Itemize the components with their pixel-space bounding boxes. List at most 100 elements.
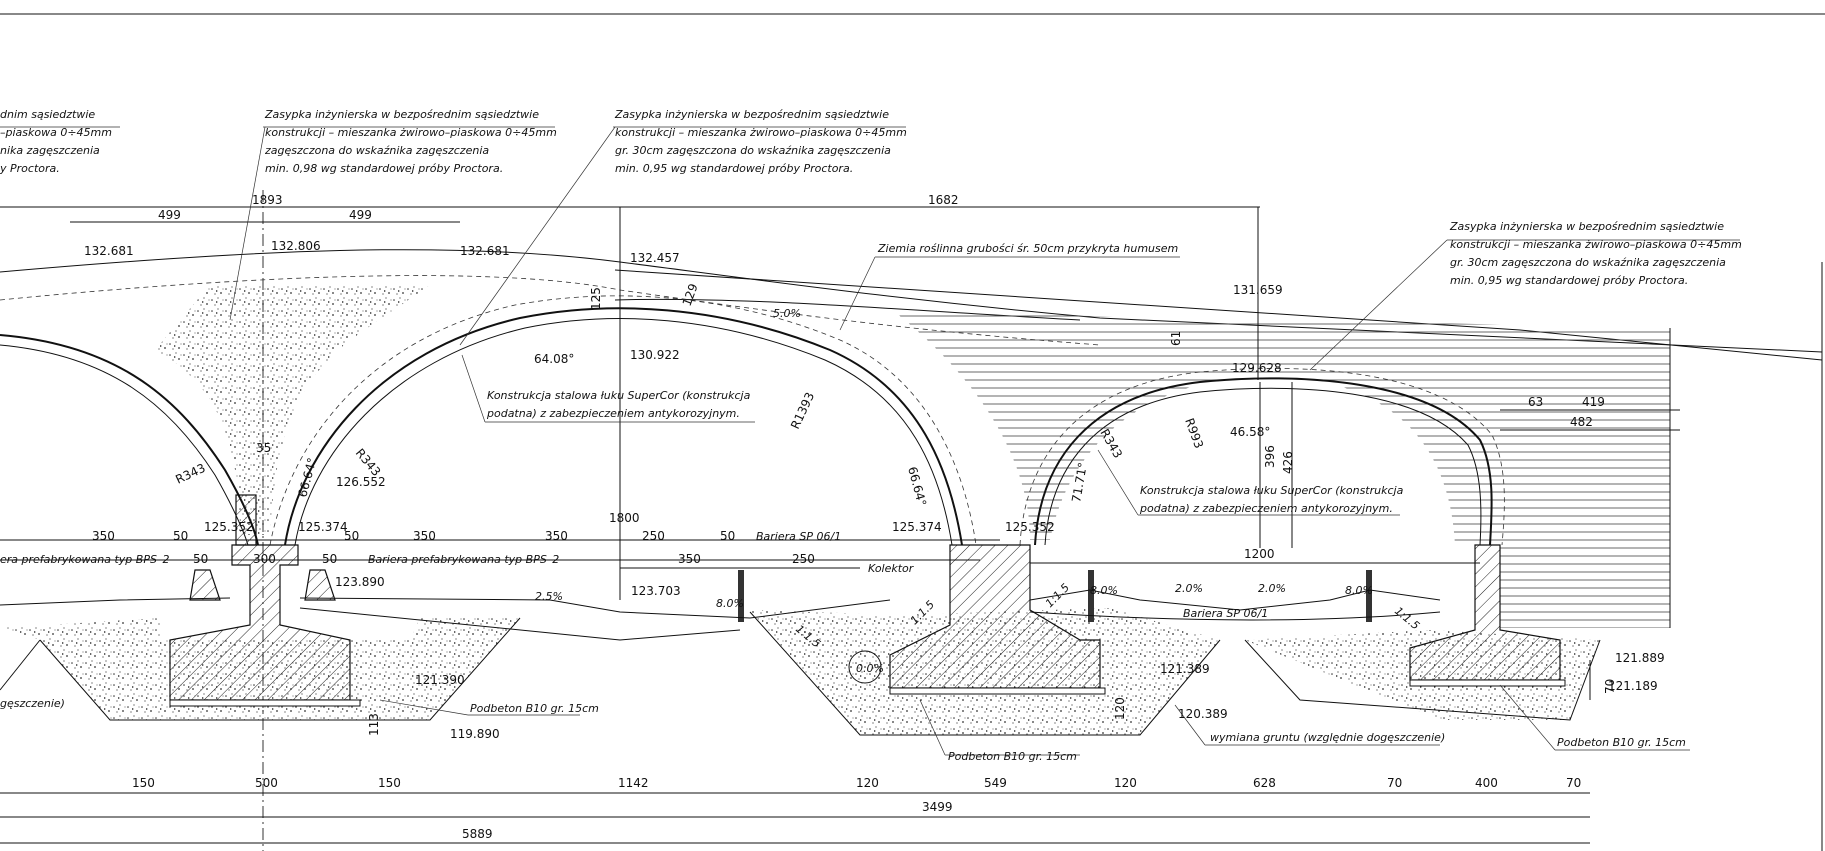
- svg-text:1893: 1893: [252, 193, 283, 207]
- svg-text:dnim sąsiedztwie: dnim sąsiedztwie: [0, 108, 95, 121]
- svg-text:min. 0,95 wg standardowej prób: min. 0,95 wg standardowej próby Proctora…: [615, 162, 853, 175]
- svg-text:R993: R993: [1182, 416, 1206, 450]
- svg-text:–piaskowa 0÷45mm: –piaskowa 0÷45mm: [0, 126, 112, 139]
- svg-text:123.890: 123.890: [335, 575, 385, 589]
- svg-text:2.5%: 2.5%: [535, 590, 563, 603]
- svg-text:Zasypka inżynierska w bezpośre: Zasypka inżynierska w bezpośrednim sąsie…: [614, 108, 889, 121]
- svg-text:3499: 3499: [922, 800, 953, 814]
- svg-text:350: 350: [678, 552, 701, 566]
- note-arch-left: Konstrukcja stalowa łuku SuperCor (konst…: [486, 389, 751, 420]
- foundations: [169, 494, 1566, 707]
- svg-text:5889: 5889: [462, 827, 493, 841]
- svg-text:50: 50: [720, 529, 735, 543]
- svg-text:konstrukcji – mieszanka żwirow: konstrukcji – mieszanka żwirowo–piaskowa…: [1450, 238, 1742, 251]
- svg-text:y Proctora.: y Proctora.: [0, 162, 60, 175]
- svg-text:1200: 1200: [1244, 547, 1275, 561]
- svg-text:131.659: 131.659: [1233, 283, 1283, 297]
- note-topsoil: Ziemia roślinna grubości śr. 50cm przykr…: [877, 242, 1178, 255]
- svg-text:426: 426: [1281, 451, 1295, 474]
- svg-text:499: 499: [158, 208, 181, 222]
- svg-text:8.0%: 8.0%: [1345, 584, 1373, 597]
- svg-text:126.552: 126.552: [336, 475, 386, 489]
- svg-text:350: 350: [92, 529, 115, 543]
- svg-text:1:1.5: 1:1.5: [1043, 581, 1072, 610]
- svg-text:482: 482: [1570, 415, 1593, 429]
- svg-text:132.457: 132.457: [630, 251, 680, 265]
- svg-text:300: 300: [253, 552, 276, 566]
- svg-text:132.681: 132.681: [460, 244, 510, 258]
- svg-text:66.64°: 66.64°: [295, 456, 319, 499]
- svg-text:50: 50: [322, 552, 337, 566]
- svg-text:123.703: 123.703: [631, 584, 681, 598]
- svg-text:113: 113: [367, 713, 381, 736]
- svg-text:2.0%: 2.0%: [1258, 582, 1286, 595]
- dimension-labels: 1893 499 499 1682 125 129 1800 350 50 50…: [92, 193, 1617, 841]
- svg-text:Zasypka inżynierska w bezpośre: Zasypka inżynierska w bezpośrednim sąsie…: [264, 108, 539, 121]
- svg-text:250: 250: [642, 529, 665, 543]
- svg-text:121.889: 121.889: [1615, 651, 1665, 665]
- svg-text:121.389: 121.389: [1160, 662, 1210, 676]
- svg-text:132.806: 132.806: [271, 239, 321, 253]
- svg-text:120: 120: [1113, 697, 1127, 720]
- svg-text:1142: 1142: [618, 776, 649, 790]
- note-barrier-bps-right: Bariera prefabrykowana typ BPS–2: [368, 553, 559, 566]
- note-backfill-center-left: Zasypka inżynierska w bezpośrednim sąsie…: [264, 108, 557, 175]
- svg-text:8.0%: 8.0%: [716, 597, 744, 610]
- svg-text:min. 0,95 wg standardowej prób: min. 0,95 wg standardowej próby Proctora…: [1450, 274, 1688, 287]
- note-podbeton-1: Podbeton B10 gr. 15cm: [470, 702, 599, 715]
- leader-lines: [0, 126, 1740, 756]
- svg-text:5.0%: 5.0%: [773, 307, 801, 320]
- svg-text:125.352: 125.352: [204, 520, 254, 534]
- svg-text:50: 50: [193, 552, 208, 566]
- svg-text:125.374: 125.374: [892, 520, 942, 534]
- svg-text:121.390: 121.390: [415, 673, 465, 687]
- svg-text:250: 250: [792, 552, 815, 566]
- svg-text:120.389: 120.389: [1178, 707, 1228, 721]
- note-barrier-sp-1: Bariera SP 06/1: [756, 530, 841, 543]
- svg-text:500: 500: [255, 776, 278, 790]
- svg-text:70: 70: [1566, 776, 1581, 790]
- svg-text:Konstrukcja stalowa łuku Super: Konstrukcja stalowa łuku SuperCor (konst…: [1140, 484, 1404, 497]
- svg-text:0.0%: 0.0%: [856, 662, 884, 675]
- svg-text:70: 70: [1603, 679, 1617, 694]
- svg-text:71.71°: 71.71°: [1069, 461, 1090, 503]
- dimension-lines: [0, 206, 1680, 844]
- svg-text:R1393: R1393: [788, 390, 817, 431]
- svg-text:400: 400: [1475, 776, 1498, 790]
- excavation-slopes: [0, 611, 1601, 736]
- svg-text:gr. 30cm zagęszczona do wskaźn: gr. 30cm zagęszczona do wskaźnika zagęsz…: [1450, 256, 1726, 269]
- svg-text:125.352: 125.352: [1005, 520, 1055, 534]
- note-backfill-center: Zasypka inżynierska w bezpośrednim sąsie…: [614, 108, 907, 175]
- embankment-fill: [895, 312, 1671, 628]
- svg-text:125: 125: [589, 287, 603, 310]
- svg-text:628: 628: [1253, 776, 1276, 790]
- svg-text:podatna) z zabezpieczeniem ant: podatna) z zabezpieczeniem antykorozyjny…: [1139, 502, 1393, 515]
- svg-text:podatna) z zabezpieczeniem ant: podatna) z zabezpieczeniem antykorozyjny…: [486, 407, 740, 420]
- svg-text:350: 350: [545, 529, 568, 543]
- svg-text:129: 129: [680, 282, 701, 308]
- roadways: [0, 589, 1441, 641]
- svg-text:Zasypka inżynierska w bezpośre: Zasypka inżynierska w bezpośrednim sąsie…: [1449, 220, 1724, 233]
- svg-text:63: 63: [1528, 395, 1543, 409]
- svg-text:R343: R343: [353, 446, 384, 479]
- note-soil-left-partial: gęszczenie): [0, 697, 65, 710]
- svg-text:Konstrukcja stalowa łuku Super: Konstrukcja stalowa łuku SuperCor (konst…: [487, 389, 751, 402]
- note-podbeton-3: Podbeton B10 gr. 15cm: [1557, 736, 1686, 749]
- svg-text:konstrukcji – mieszanka żwirow: konstrukcji – mieszanka żwirowo–piaskowa…: [615, 126, 907, 139]
- svg-text:119.890: 119.890: [450, 727, 500, 741]
- svg-text:8.0%: 8.0%: [1090, 584, 1118, 597]
- svg-text:130.922: 130.922: [630, 348, 680, 362]
- svg-text:350: 350: [413, 529, 436, 543]
- svg-text:min. 0,98 wg standardowej prób: min. 0,98 wg standardowej próby Proctora…: [265, 162, 503, 175]
- svg-text:gr. 30cm zagęszczona do wskaźn: gr. 30cm zagęszczona do wskaźnika zagęsz…: [615, 144, 891, 157]
- note-arch-right: Konstrukcja stalowa łuku SuperCor (konst…: [1139, 484, 1404, 515]
- svg-text:120: 120: [856, 776, 879, 790]
- svg-text:R343: R343: [173, 461, 207, 487]
- svg-text:konstrukcji – mieszanka żwirow: konstrukcji – mieszanka żwirowo–piaskowa…: [265, 126, 557, 139]
- note-backfill-right: Zasypka inżynierska w bezpośrednim sąsie…: [1449, 220, 1742, 287]
- svg-text:61: 61: [1169, 331, 1183, 346]
- svg-text:35: 35: [256, 441, 271, 455]
- elevation-labels: 132.681 132.806 132.681 132.457 130.922 …: [84, 239, 1665, 741]
- note-barrier-sp-2: Bariera SP 06/1: [1183, 607, 1268, 620]
